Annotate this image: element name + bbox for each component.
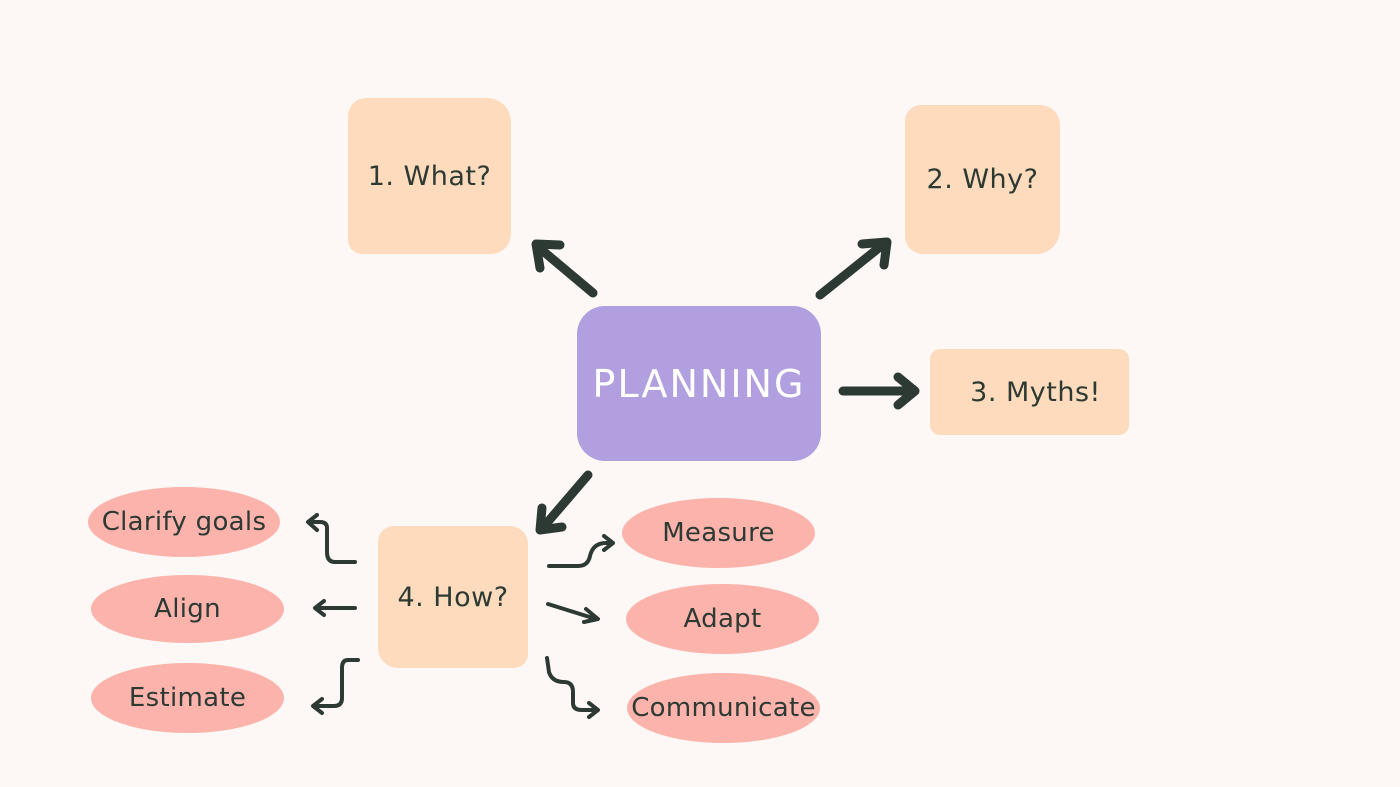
why-box: 2. Why? bbox=[905, 105, 1060, 254]
planning-node: PLANNING bbox=[577, 306, 821, 461]
arrow-to-what bbox=[531, 239, 598, 298]
what-box: 1. What? bbox=[348, 98, 511, 254]
estimate-label: Estimate bbox=[128, 683, 247, 713]
measure-label: Measure bbox=[662, 518, 775, 548]
what-label: 1. What? bbox=[367, 160, 492, 192]
how-box: 4. How? bbox=[378, 526, 528, 668]
communicate-oval: Communicate bbox=[627, 673, 820, 743]
adapt-oval: Adapt bbox=[626, 584, 819, 654]
myths-box: 3. Myths! bbox=[930, 349, 1129, 435]
arrow-to-myths bbox=[838, 372, 920, 410]
arrow-to-communicate bbox=[545, 656, 600, 719]
arrow-to-adapt bbox=[546, 602, 600, 624]
arrow-to-estimate bbox=[311, 658, 360, 715]
clarify-goals-oval: Clarify goals bbox=[88, 487, 280, 557]
arrow-to-measure bbox=[547, 534, 615, 568]
arrow-to-clarify-goals bbox=[306, 513, 357, 564]
estimate-oval: Estimate bbox=[91, 663, 284, 733]
communicate-label: Communicate bbox=[631, 693, 816, 723]
how-label: 4. How? bbox=[397, 581, 509, 613]
why-label: 2. Why? bbox=[926, 164, 1039, 195]
arrow-to-why bbox=[815, 237, 892, 300]
align-oval: Align bbox=[91, 575, 284, 643]
measure-oval: Measure bbox=[622, 498, 815, 568]
arrow-to-align bbox=[313, 599, 357, 617]
adapt-label: Adapt bbox=[683, 604, 762, 634]
arrow-to-how bbox=[535, 470, 593, 535]
myths-label: 3. Myths! bbox=[970, 376, 1101, 408]
planning-label: PLANNING bbox=[592, 361, 806, 406]
clarify-goals-label: Clarify goals bbox=[101, 507, 267, 537]
align-label: Align bbox=[154, 594, 221, 624]
